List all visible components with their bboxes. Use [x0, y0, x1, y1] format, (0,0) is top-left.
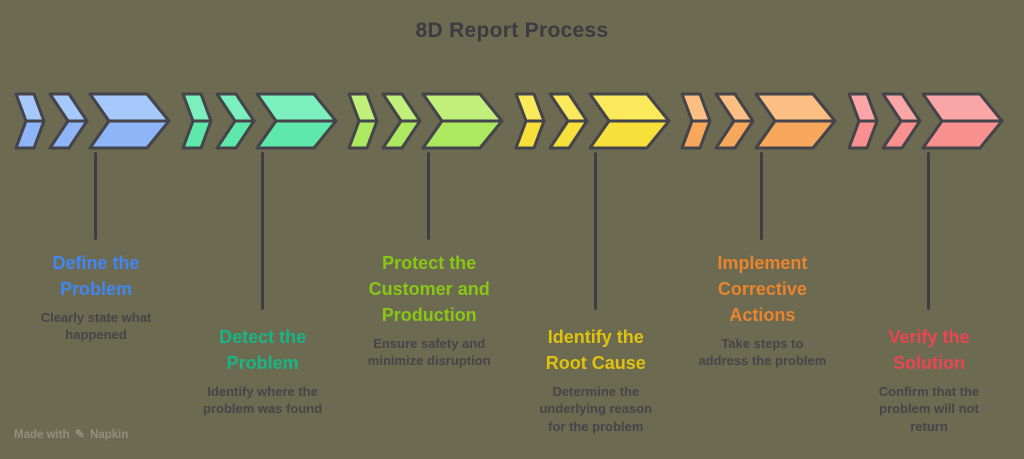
step-title: Define the Problem	[52, 253, 140, 300]
step-title: Implement Corrective Actions	[717, 253, 808, 326]
watermark-brand: Napkin	[90, 429, 129, 441]
step-text-block: Implement Corrective Actions Take steps …	[679, 250, 845, 370]
step-description: Ensure safety and minimize disruption	[367, 336, 491, 369]
connector-line	[427, 152, 431, 240]
chevron-arrow-icon	[847, 92, 1004, 150]
step-column: Detect the Problem Identify where the pr…	[180, 0, 346, 459]
step-text-block: Detect the Problem Identify where the pr…	[180, 324, 346, 418]
connector-line	[593, 152, 597, 310]
step-description: Identify where the problem was found	[203, 384, 323, 417]
chevron-arrow-icon	[181, 92, 338, 150]
diagram-title: 8D Report Process	[415, 19, 609, 42]
connector-line	[260, 152, 264, 310]
step-text-block: Define the Problem Clearly state what ha…	[13, 250, 179, 344]
step-description: Take steps to address the problem	[698, 336, 827, 369]
step-title: Protect the Customer and Production	[368, 253, 490, 326]
watermark-prefix: Made with	[14, 429, 70, 441]
step-text-block: Protect the Customer and Production Ensu…	[346, 250, 512, 370]
step-text-block: Verify the Solution Confirm that the pro…	[846, 324, 1012, 435]
connector-line	[927, 152, 930, 310]
chevron-arrow-icon	[347, 92, 504, 150]
chevron-arrow-icon	[14, 92, 171, 150]
step-description: Determine the underlying reason for the …	[539, 384, 653, 434]
step-column: Define the Problem Clearly state what ha…	[13, 0, 179, 459]
step-column: Implement Corrective Actions Take steps …	[679, 0, 845, 459]
chevron-arrow-icon	[514, 92, 671, 150]
connector-line	[760, 152, 764, 240]
step-column: Protect the Customer and Production Ensu…	[346, 0, 512, 459]
watermark: Made with ✎ Napkin	[14, 427, 128, 441]
connector-line	[94, 152, 97, 240]
step-description: Clearly state what happened	[40, 310, 152, 343]
step-description: Confirm that the problem will not return	[878, 384, 980, 434]
chevron-arrow-icon	[680, 92, 837, 150]
pen-icon: ✎	[74, 427, 85, 441]
step-column: Identify the Root Cause Determine the un…	[513, 0, 679, 459]
step-text-block: Identify the Root Cause Determine the un…	[513, 324, 679, 435]
step-title: Detect the Problem	[219, 327, 307, 374]
step-title: Verify the Solution	[888, 327, 970, 374]
step-column: Verify the Solution Confirm that the pro…	[846, 0, 1012, 459]
step-title: Identify the Root Cause	[545, 327, 646, 374]
